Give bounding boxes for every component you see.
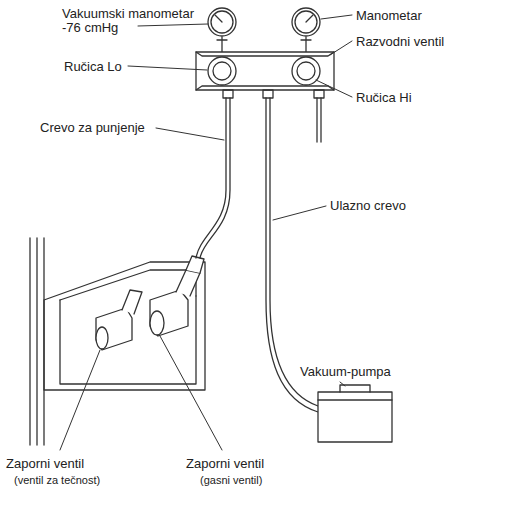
vacuum-hose <box>270 98 318 406</box>
leader-line <box>128 66 207 70</box>
valve-note: (gasni ventil) <box>200 474 262 487</box>
pump-edge <box>318 399 392 400</box>
port <box>223 90 233 98</box>
high-side-hose <box>320 98 321 142</box>
valve-note: (ventil za tečnost) <box>14 474 100 487</box>
knob-lo <box>208 57 236 85</box>
leader-lines <box>60 15 352 450</box>
gas-valve <box>150 256 204 336</box>
valve-nut <box>176 270 200 296</box>
manifold-body <box>196 52 334 90</box>
manifold-edge <box>196 52 334 90</box>
leader-line <box>330 41 352 55</box>
unit-edge <box>36 238 37 445</box>
vacuum-pump <box>318 385 392 442</box>
valve-panel <box>44 262 205 390</box>
manifold-valve <box>196 52 334 142</box>
gauge-label: Vakuumski manometar <box>62 6 194 21</box>
valve-label: Zaporni ventil <box>186 456 264 471</box>
valve-cap <box>96 327 108 349</box>
port <box>314 90 324 98</box>
unit-edge <box>29 238 30 445</box>
pump-body <box>318 392 392 442</box>
charging-hose <box>196 98 226 258</box>
valve-nut <box>122 290 142 314</box>
gauge-range: -76 cmHg <box>62 20 118 35</box>
port <box>263 90 273 98</box>
leader-line <box>340 382 345 386</box>
service-port <box>186 256 204 273</box>
valve-label: Zaporni ventil <box>6 456 84 471</box>
gauge-stem <box>221 37 222 52</box>
knob-hi <box>292 57 320 85</box>
leader-line <box>321 15 352 19</box>
gauge-face <box>295 11 317 33</box>
gauge-face <box>211 11 233 33</box>
leader-line <box>138 24 208 26</box>
leader-line <box>273 206 326 220</box>
leader-line <box>160 336 222 450</box>
part-label: Vakuum-pumpa <box>300 364 391 379</box>
vacuum-gauge <box>208 8 236 52</box>
valve-body <box>150 290 188 336</box>
leader-line <box>316 80 352 97</box>
valve-cap <box>150 311 164 335</box>
leader-line <box>60 350 100 450</box>
gauge-label: Manometar <box>356 8 422 23</box>
gauge-stem <box>301 39 311 40</box>
gauge-face <box>208 8 236 36</box>
hose-label: Crevo za punjenje <box>40 120 145 135</box>
pressure-gauge <box>292 8 320 52</box>
part-label: Razvodni ventil <box>356 34 444 49</box>
knob-lo <box>213 62 231 80</box>
part-label: Ručica Lo <box>64 59 122 74</box>
gauge-face <box>292 8 320 36</box>
gauge-stem <box>305 37 306 52</box>
liquid-valve <box>96 290 142 350</box>
high-side-hose <box>316 98 317 142</box>
outdoor-unit <box>30 238 205 445</box>
gauge-needle <box>306 15 313 22</box>
part-label: Ručica Hi <box>356 90 412 105</box>
valve-body <box>96 308 132 350</box>
leader-line <box>156 128 224 140</box>
knob-hi <box>297 62 315 80</box>
gauge-stem <box>217 39 227 40</box>
gauge-needle <box>215 15 222 22</box>
hose-label: Ulazno crevo <box>330 198 406 213</box>
charging-hose <box>200 98 230 258</box>
